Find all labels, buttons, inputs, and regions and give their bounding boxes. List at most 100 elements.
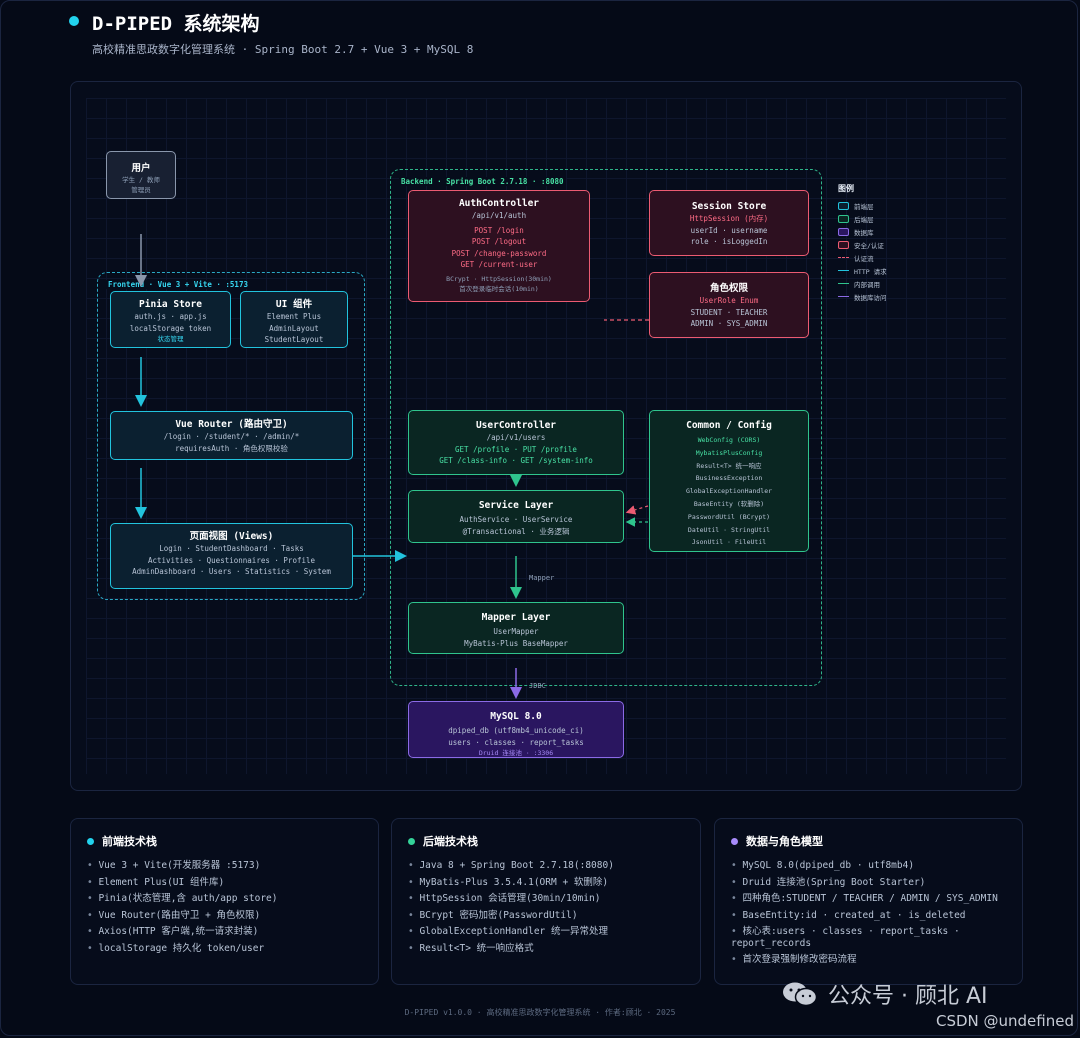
backend-group xyxy=(390,169,822,686)
user-controller-node: UserController /api/v1/users GET /profil… xyxy=(408,410,624,475)
frontend-group xyxy=(97,272,365,600)
backend-stack-card: 后端技术栈 Java 8 + Spring Boot 2.7.18(:8080)… xyxy=(391,818,701,985)
card-dot xyxy=(87,837,94,845)
service-layer-title: Service Layer xyxy=(478,500,554,511)
mapper-layer-line: UserMapper xyxy=(493,627,539,636)
legend-swatch xyxy=(838,240,849,249)
card-title: 后端技术栈 xyxy=(408,833,700,849)
card-item: MySQL 8.0(dpiped_db · utf8mb4) xyxy=(731,858,1012,875)
card-item: HttpSession 会话管理(30min/10min) xyxy=(408,891,700,908)
card-title: 前端技术栈 xyxy=(87,833,378,849)
legend-swatch xyxy=(838,227,849,236)
legend-item: 前端层 xyxy=(838,199,887,212)
ui-components-line: StudentLayout xyxy=(264,335,324,344)
card-item: 首次登录强制修改密码流程 xyxy=(731,952,1012,969)
views-title: 页面视图 (Views) xyxy=(189,531,274,542)
card-item: 核心表:users · classes · report_tasks · rep… xyxy=(731,926,1012,950)
roles-line: STUDENT · TEACHER xyxy=(690,307,768,317)
vue-router-node: Vue Router (路由守卫) /login · /student/* · … xyxy=(110,411,353,460)
auth-endpoint: POST /change-password xyxy=(451,248,547,258)
legend-title: 图例 xyxy=(838,184,854,193)
views-node: 页面视图 (Views) Login · StudentDashboard · … xyxy=(110,523,353,589)
legend-line xyxy=(838,296,849,297)
auth-controller-path: /api/v1/auth xyxy=(471,211,527,220)
card-item: Vue 3 + Vite(开发服务器 :5173) xyxy=(87,858,378,875)
legend-item: 数据库访问 xyxy=(838,290,887,303)
auth-controller-node: AuthController /api/v1/auth POST /login … xyxy=(408,190,590,302)
session-store-title: Session Store xyxy=(691,201,767,212)
user-node-title: 用户 xyxy=(131,163,151,174)
card-item: Java 8 + Spring Boot 2.7.18(:8080) xyxy=(408,858,700,875)
card-item: GlobalExceptionHandler 统一异常处理 xyxy=(408,924,700,941)
mysql-line: dpiped_db (utf8mb4_unicode_ci) xyxy=(448,726,584,735)
common-config-line: BaseEntity (软删除) xyxy=(693,499,765,508)
watermark: 公众号 · 顾北 AI xyxy=(782,978,988,1010)
card-dot xyxy=(408,837,415,845)
legend-swatch xyxy=(838,201,849,210)
mapper-layer-line: MyBatis-Plus BaseMapper xyxy=(464,638,568,648)
legend-item: 认证流 xyxy=(838,251,887,264)
auth-endpoint: POST /logout xyxy=(471,237,527,246)
common-config-line: Result<T> 统一响应 xyxy=(696,461,762,470)
session-store-highlight: HttpSession (内存) xyxy=(689,214,769,223)
pinia-store-line: auth.js · app.js xyxy=(134,312,207,321)
card-item: Result<T> 统一响应格式 xyxy=(408,941,700,958)
legend-label: HTTP 请求 xyxy=(854,267,887,276)
legend-item: HTTP 请求 xyxy=(838,264,887,277)
card-title: 数据与角色模型 xyxy=(731,833,1012,849)
card-item: Druid 连接池(Spring Boot Starter) xyxy=(731,875,1012,892)
service-layer-line: AuthService · UserService xyxy=(459,515,573,524)
card-title-text: 数据与角色模型 xyxy=(746,835,823,848)
session-store-line: role · isLoggedIn xyxy=(690,237,768,246)
edge-label-jdbc: JDBC xyxy=(529,682,546,690)
legend-swatch xyxy=(838,214,849,223)
common-config-line: PasswordUtil (BCrypt) xyxy=(687,512,771,521)
vue-router-line: /login · /student/* · /admin/* xyxy=(163,432,300,441)
auth-controller-title: AuthController xyxy=(458,198,540,209)
common-config-line: JsonUtil · FileUtil xyxy=(691,538,767,547)
common-config-title: Common / Config xyxy=(686,420,772,431)
common-config-line: BusinessException xyxy=(695,474,763,483)
footer: D-PIPED v1.0.0 · 高校精准思政数字化管理系统 · 作者:顾北 ·… xyxy=(404,1008,676,1017)
ui-components-line: Element Plus xyxy=(266,312,322,321)
pinia-store-line: localStorage token xyxy=(129,323,212,333)
legend-item: 数据库 xyxy=(838,225,887,238)
card-item: Pinia(状态管理,含 auth/app store) xyxy=(87,891,378,908)
frontend-group-label: Frontend · Vue 3 + Vite · :5173 xyxy=(106,280,250,289)
views-line: Activities · Questionnaires · Profile xyxy=(147,555,316,565)
common-config-line: GlobalExceptionHandler xyxy=(685,487,773,496)
legend-label: 前端层 xyxy=(854,202,874,211)
mysql-node: MySQL 8.0 dpiped_db (utf8mb4_unicode_ci)… xyxy=(408,701,624,758)
roles-line: ADMIN · SYS_ADMIN xyxy=(690,319,768,328)
legend-label: 数据库 xyxy=(854,228,874,237)
common-config-line: DateUtil · StringUtil xyxy=(687,525,771,534)
auth-controller-note: 首次登录临时会话(10min) xyxy=(459,284,539,293)
card-title-text: 前端技术栈 xyxy=(102,835,157,848)
legend-label: 数据库访问 xyxy=(854,293,887,302)
service-layer-line: @Transactional · 业务逻辑 xyxy=(462,526,570,536)
vue-router-line: requiresAuth · 角色权限校验 xyxy=(175,443,288,453)
card-item: BCrypt 密码加密(PasswordUtil) xyxy=(408,908,700,925)
card-item: Vue Router(路由守卫 + 角色权限) xyxy=(87,908,378,925)
backend-group-label: Backend · Spring Boot 2.7.18 · :8080 xyxy=(399,177,566,186)
vue-router-title: Vue Router (路由守卫) xyxy=(175,419,288,430)
ui-components-node: UI 组件 Element Plus AdminLayout StudentLa… xyxy=(240,291,348,348)
user-node-line: 管理员 xyxy=(131,186,151,194)
page-subtitle: 高校精准思政数字化管理系统 · Spring Boot 2.7 + Vue 3 … xyxy=(92,43,474,56)
card-item: localStorage 持久化 token/user xyxy=(87,941,378,958)
user-endpoint: GET /class-info · GET /system-info xyxy=(439,456,593,465)
frontend-stack-card: 前端技术栈 Vue 3 + Vite(开发服务器 :5173) Element … xyxy=(70,818,379,985)
mapper-layer-title: Mapper Layer xyxy=(481,612,551,623)
legend-item: 后端层 xyxy=(838,212,887,225)
user-node: 用户 学生 / 教师 管理员 xyxy=(106,151,176,199)
common-config-node: Common / Config WebConfig (CORS) Mybatis… xyxy=(649,410,809,552)
page-title: D-PIPED 系统架构 xyxy=(92,13,260,35)
wechat-icon xyxy=(783,982,818,1007)
card-title-text: 后端技术栈 xyxy=(423,835,478,848)
views-line: Login · StudentDashboard · Tasks xyxy=(159,544,304,553)
title-dot xyxy=(69,16,79,26)
data-role-card: 数据与角色模型 MySQL 8.0(dpiped_db · utf8mb4) D… xyxy=(714,818,1023,985)
card-item: Element Plus(UI 组件库) xyxy=(87,875,378,892)
legend-item: 安全/认证 xyxy=(838,238,887,251)
roles-title: 角色权限 xyxy=(709,283,748,294)
